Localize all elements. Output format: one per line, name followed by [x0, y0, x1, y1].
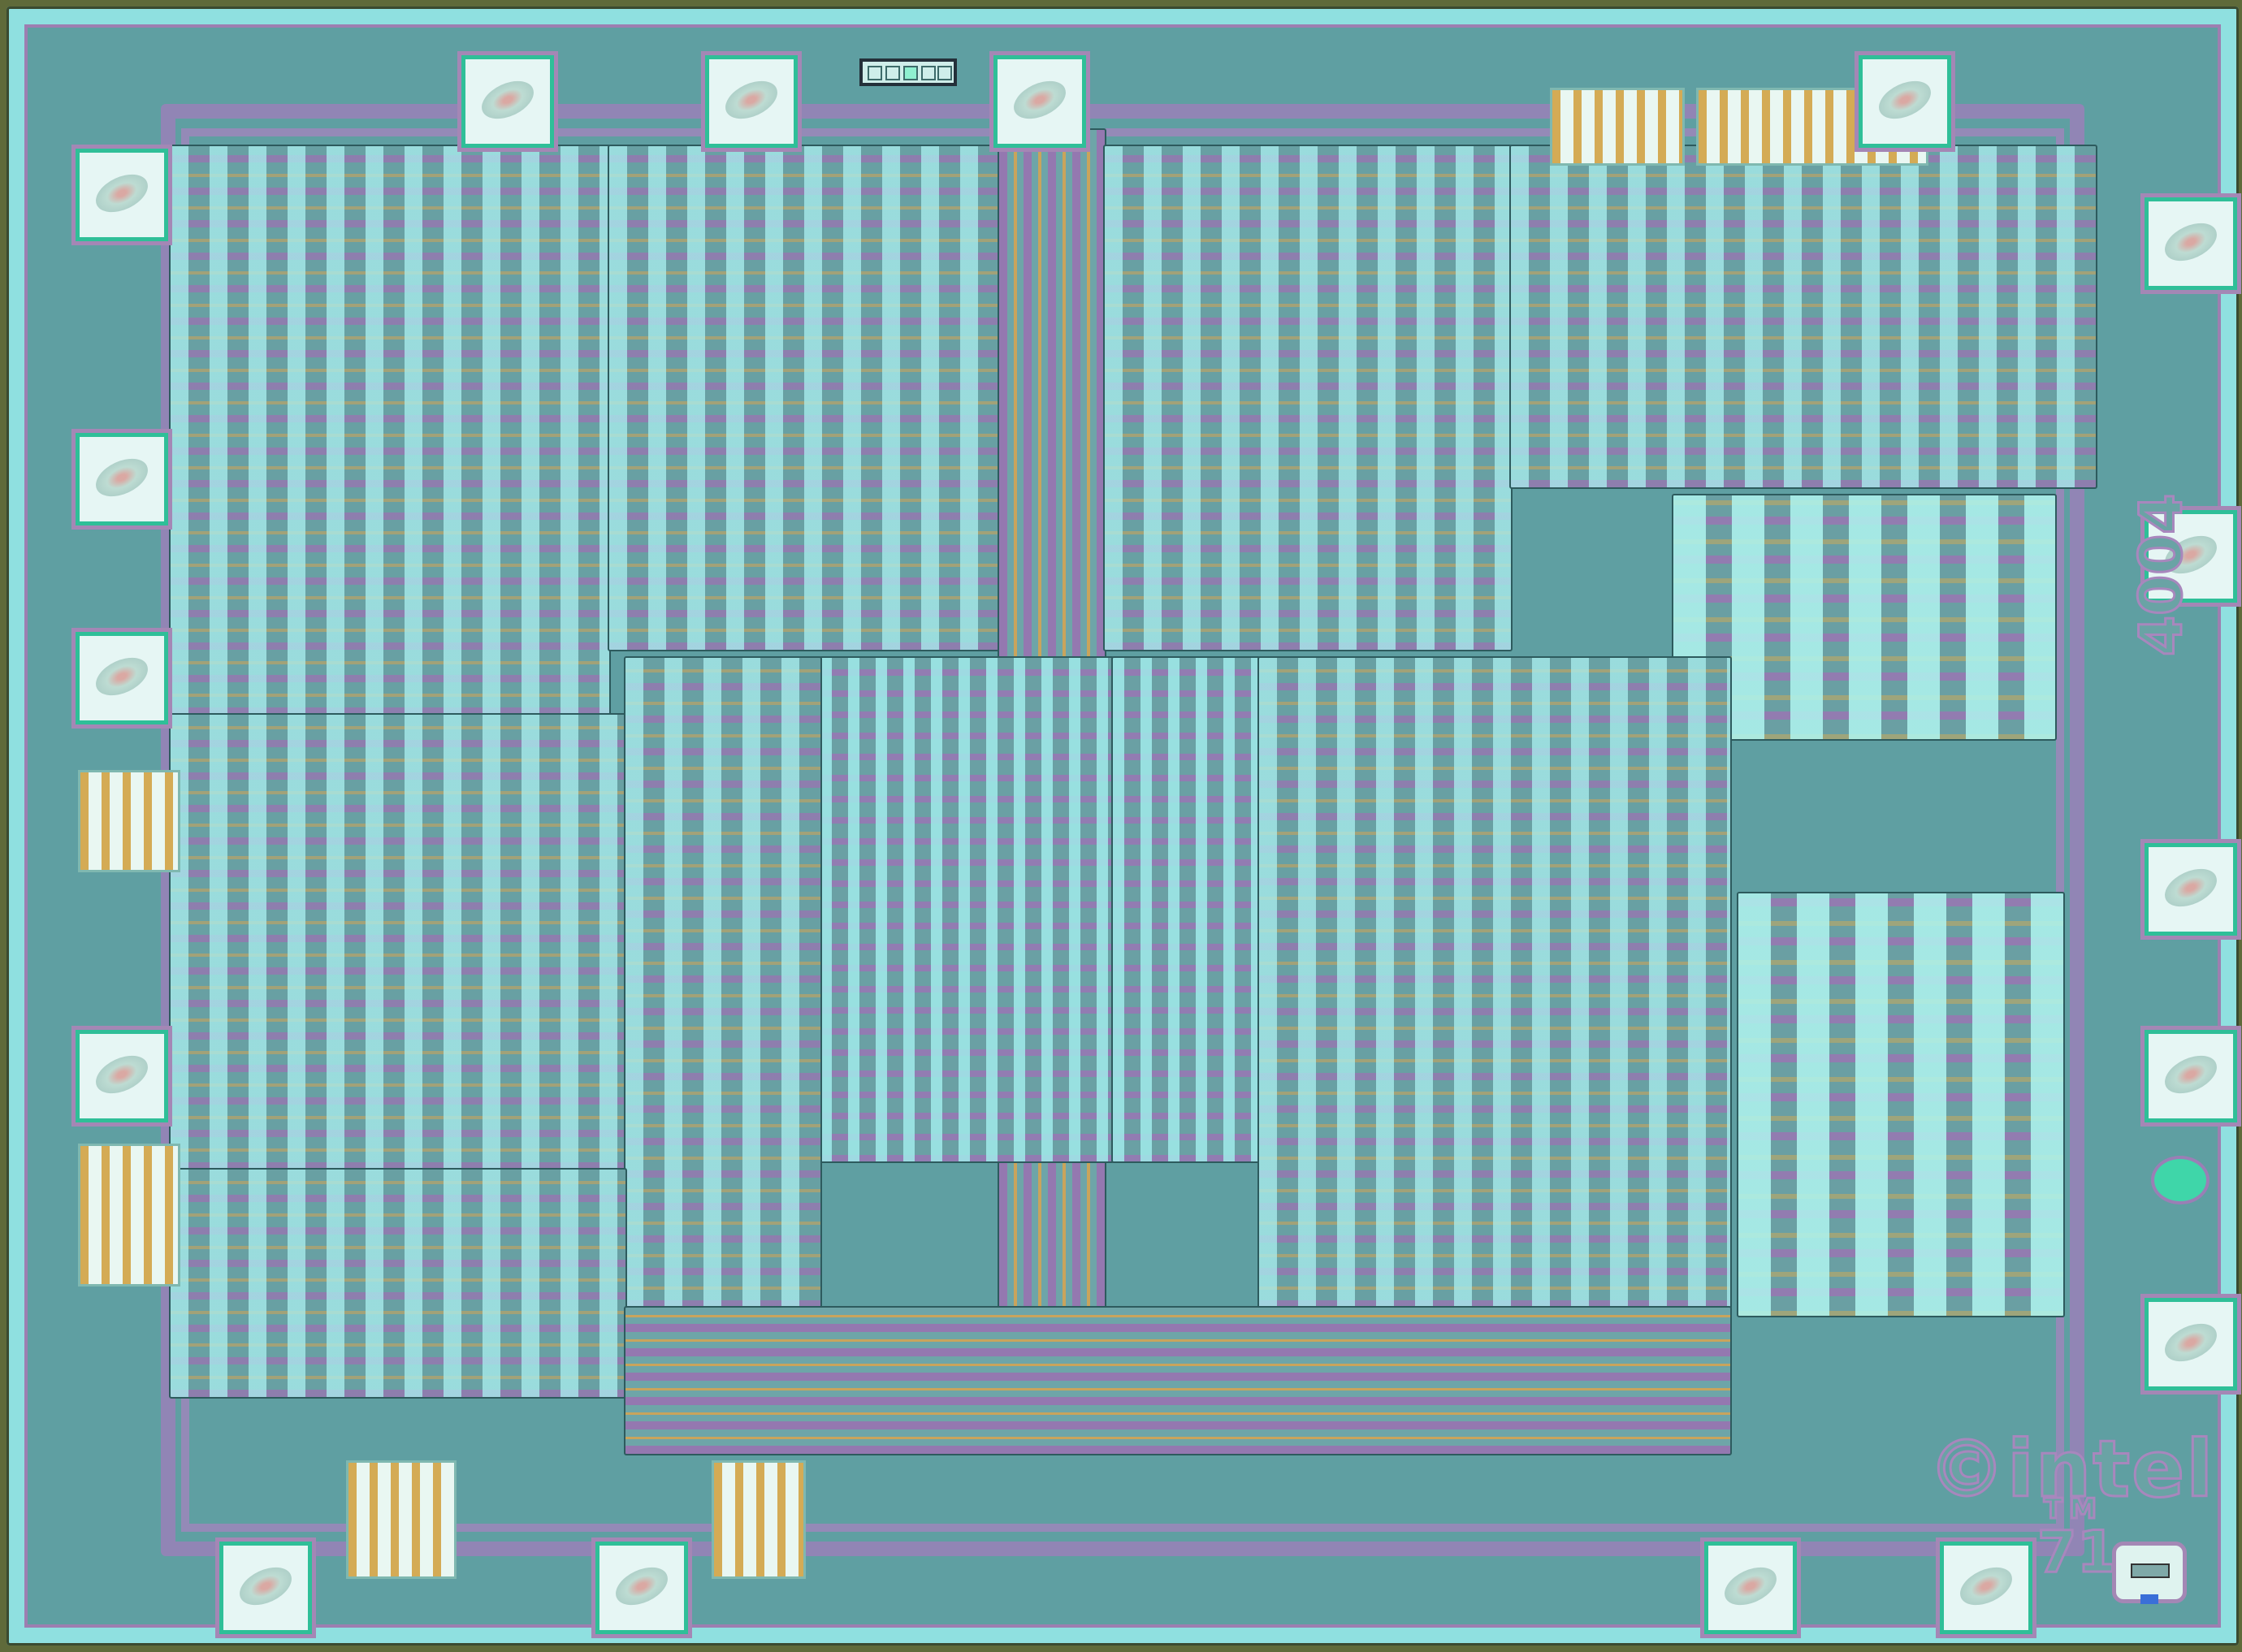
bond-pad-14 — [76, 1030, 168, 1122]
bond-wire-residue — [1954, 1559, 2019, 1613]
bond-pad-10 — [1940, 1542, 2032, 1634]
bond-pad-9 — [2145, 1298, 2237, 1390]
register-array-upper — [1672, 494, 2057, 741]
bond-wire-residue — [89, 650, 154, 703]
io-logic-top-right — [1509, 145, 2097, 489]
bond-pad-8 — [2145, 1030, 2237, 1122]
bond-wire-residue — [2158, 861, 2223, 915]
instruction-decode-matrix — [1111, 656, 1261, 1163]
bond-wire-residue — [89, 166, 154, 220]
decoder-matrix — [819, 656, 1115, 1163]
trademark-text: TM — [2042, 1492, 2104, 1527]
bond-pad-12 — [595, 1542, 688, 1634]
bond-pad-4 — [1859, 55, 1951, 148]
bond-pad-5 — [2145, 197, 2237, 290]
bond-pad-6 — [2145, 510, 2237, 603]
control-logic-top-left — [169, 145, 611, 716]
part-number: 4004 — [2126, 492, 2197, 657]
bond-wire-residue — [1718, 1559, 1783, 1613]
test-structure — [859, 58, 957, 86]
bond-wire-residue — [89, 451, 154, 504]
bond-pad-11 — [1704, 1542, 1797, 1634]
accumulator-logic — [624, 656, 822, 1309]
bond-wire-residue — [89, 1048, 154, 1101]
bond-wire-residue — [719, 73, 784, 127]
stack-array — [1737, 892, 2065, 1317]
bond-pad-15 — [76, 632, 168, 724]
year-text: 71 — [2036, 1518, 2117, 1587]
bond-wire-residue — [2158, 215, 2223, 269]
bond-pad-13 — [219, 1542, 312, 1634]
bond-wire-residue — [2158, 1048, 2223, 1101]
bond-wire-residue — [1007, 73, 1072, 127]
bond-pad-7 — [2145, 843, 2237, 936]
bond-wire-residue — [2158, 1316, 2223, 1369]
alu-left — [169, 713, 627, 1171]
bootstrap-capacitor-3 — [78, 770, 180, 872]
bus-lines-bottom — [624, 1306, 1732, 1455]
alignment-mark — [2112, 1542, 2187, 1604]
bootstrap-capacitor-4 — [78, 1144, 180, 1287]
bootstrap-capacitor-1 — [346, 1460, 457, 1579]
bootstrap-capacitor-5 — [1550, 88, 1685, 166]
bootstrap-capacitor-2 — [712, 1460, 806, 1579]
bond-pad-2 — [705, 55, 798, 148]
bond-wire-residue — [609, 1559, 674, 1613]
bond-pad-3 — [993, 55, 1086, 148]
bond-pad-16 — [76, 433, 168, 525]
instruction-logic-top — [608, 145, 1033, 651]
address-logic-center-right — [1257, 656, 1732, 1309]
timing-logic-top-center — [1103, 145, 1513, 651]
output-drivers-bottom-left — [169, 1168, 627, 1399]
bond-wire-residue — [475, 73, 540, 127]
bond-wire-residue — [1872, 73, 1937, 127]
chip-die: ©intel TM 71 4004 — [6, 6, 2239, 1646]
alignment-bar — [2131, 1563, 2170, 1578]
bond-pad-17 — [76, 149, 168, 241]
circular-test-pad — [2151, 1156, 2210, 1204]
alignment-tab — [2140, 1594, 2158, 1604]
bond-wire-residue — [233, 1559, 298, 1613]
intel-logo: ©intel — [1926, 1423, 2215, 1516]
bond-pad-1 — [461, 55, 554, 148]
